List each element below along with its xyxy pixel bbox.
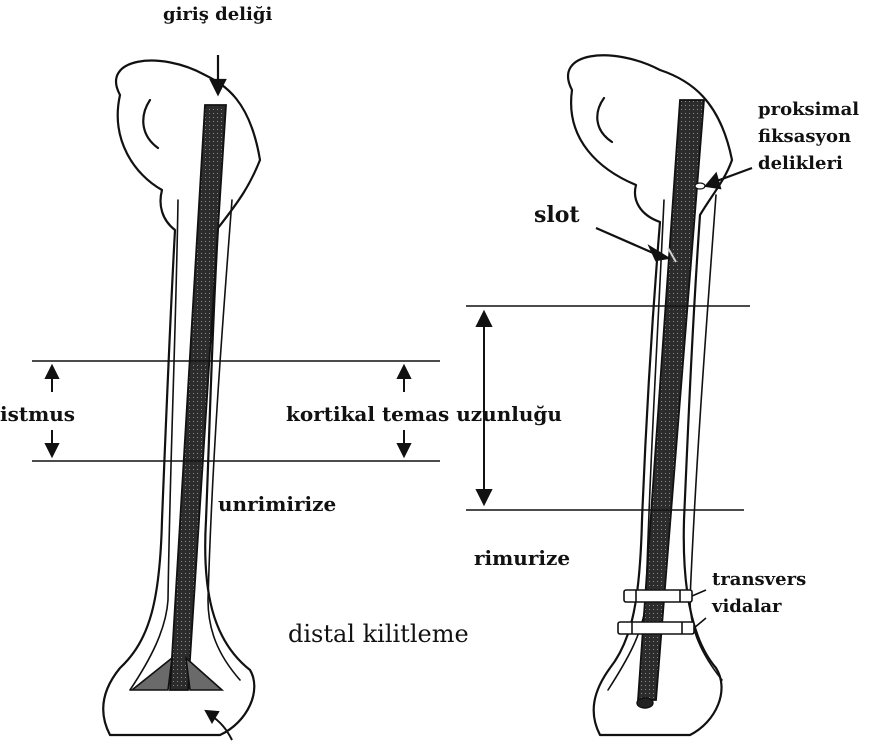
reamed-label: rimurize: [474, 548, 570, 568]
cortical-contact-length-label: kortikal temas uzunluğu: [286, 404, 562, 424]
right-femoral-head-line: [597, 98, 612, 142]
proximal-fixation-holes-label: proksimal fiksasyon delikleri: [758, 96, 859, 177]
isthmus-label: istmus: [0, 404, 75, 424]
proximal-fixation-hole: [695, 183, 705, 189]
transverse-screws-line-2: vidalar: [712, 593, 806, 620]
proximal-fixation-holes-line-2: fiksasyon: [758, 123, 859, 150]
left-nail: [132, 105, 226, 690]
proximal-fixation-holes-line-3: delikleri: [758, 150, 859, 177]
unreamed-label: unrimirize: [218, 494, 336, 514]
entry-hole-arrow: [211, 55, 225, 94]
transverse-screw-1: [624, 590, 692, 602]
left-canal-line-medial: [130, 200, 178, 690]
left-femoral-head-line: [143, 100, 158, 148]
transverse-screws-label: transvers vidalar: [712, 566, 806, 620]
proximal-fixation-arrow: [706, 168, 752, 188]
proximal-fixation-holes-line-1: proksimal: [758, 96, 859, 123]
slot-label: slot: [534, 204, 580, 226]
right-nail-tip: [637, 698, 653, 708]
entry-hole-label: giriş deliği: [163, 6, 272, 24]
transverse-screws-line-1: transvers: [712, 566, 806, 593]
distal-locking-label: distal kilitleme: [288, 622, 469, 646]
